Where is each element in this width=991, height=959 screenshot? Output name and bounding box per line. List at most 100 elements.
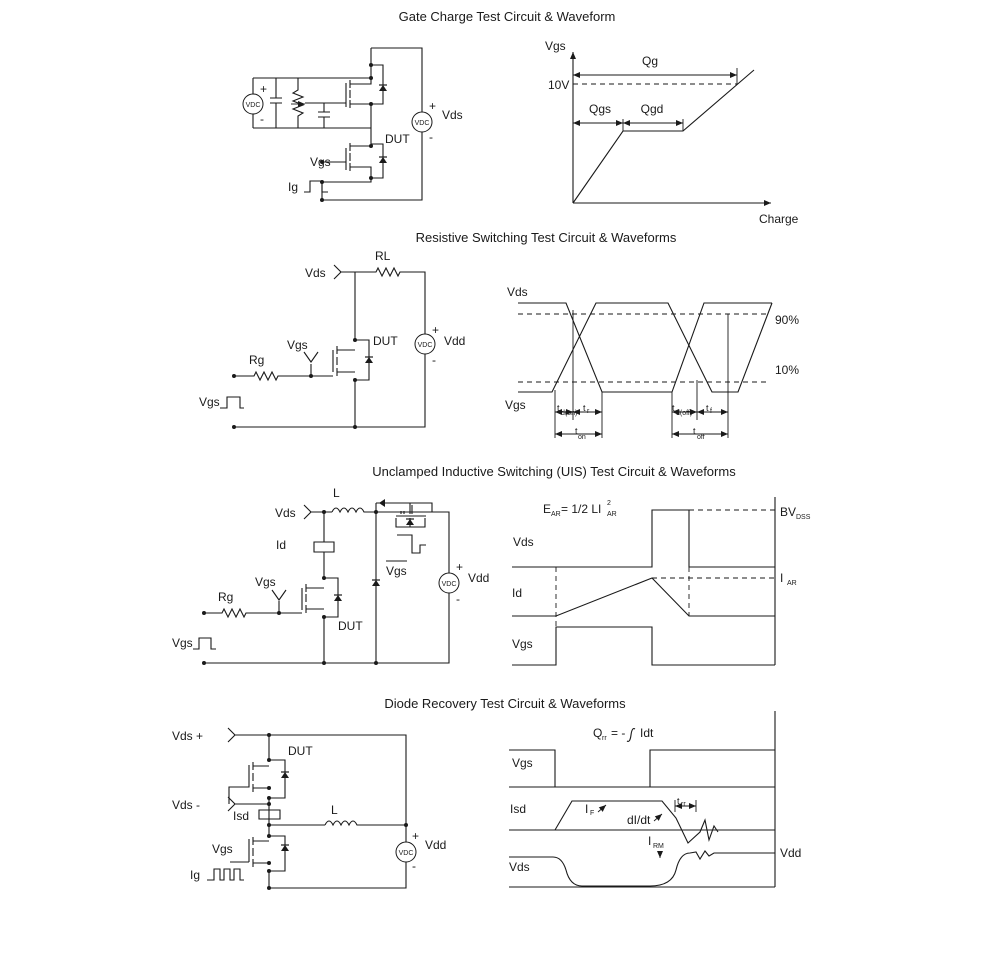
gate-charge-qgs-label: Qgs [589,102,611,116]
uis-wave-vgs: Vgs [512,637,533,651]
diode-wave-isd: Isd [510,802,526,816]
diode-if-i: I [585,802,588,816]
resistive-vgs-pulse-label: Vgs [199,395,220,409]
resistive-toff-sub: off [697,434,705,441]
uis-ear-isub: AR [607,511,617,518]
resistive-ton-t: t [575,426,578,436]
uis-title: Unclamped Inductive Switching (UIS) Test… [372,464,736,479]
uis-section: Unclamped Inductive Switching (UIS) Test… [172,464,811,666]
resistive-tdon-t: t [557,403,560,413]
resistive-10-label: 10% [775,363,799,377]
gate-charge-waveform: Vgs Charge 10V Qg Qgs Qgd [545,39,799,226]
diode-recovery-title: Diode Recovery Test Circuit & Waveforms [384,696,626,711]
resistive-switching-waveform: Vds Vgs 90% 10% t d(on) t r t on t d(off… [505,285,799,441]
uis-dut-label: DUT [338,619,363,633]
resistive-switching-section: Resistive Switching Test Circuit & Wavef… [199,230,799,441]
diode-qrr-idt: Idt [640,726,654,740]
uis-wave-id: Id [512,586,522,600]
diode-irm-sub: RM [653,843,664,850]
uis-ear-eq: = 1/2 LI [561,502,601,516]
uis-id-label: Id [276,538,286,552]
diode-wave-vds: Vds [509,860,530,874]
diode-qrr-eq: = - [611,726,625,740]
uis-ear-sup: 2 [607,500,611,507]
gate-charge-vgs-label: Vgs [310,155,331,169]
gate-charge-vdc-left: VDC [246,102,261,109]
resistive-vdc-label: VDC [418,342,433,349]
uis-bvdss-sub: DSS [796,514,811,521]
diode-recovery-circuit: Vds + Vds - DUT Isd L VDC + - Vdd [172,727,446,890]
resistive-tdoff-sub: d(off) [676,410,692,417]
diode-vds-plus-label: Vds + [172,729,203,743]
gate-charge-minus-right: - [429,130,433,144]
diode-recovery-waveform: Q rr = - Idt Vgs Isd Vds Vdd I F dI/dt t… [509,711,801,888]
uis-vgs-label: Vgs [255,575,276,589]
diode-vdd-label: Vdd [425,838,446,852]
diode-vdc-label: VDC [399,850,414,857]
diode-irm-i: I [648,834,651,848]
uis-wave-vds: Vds [513,535,534,549]
uis-iar-sub: AR [787,580,797,587]
gate-charge-qg-label: Qg [642,54,658,68]
resistive-toff-t: t [693,426,696,436]
gate-charge-plus-left: + [260,82,267,96]
uis-l-label: L [333,486,340,500]
gate-charge-section: Gate Charge Test Circuit & Waveform VDC … [242,9,799,226]
diode-wave-vdd: Vdd [780,846,801,860]
uis-vds-label: Vds [275,506,296,520]
resistive-tr-t: t [583,403,586,413]
diode-trr-t: t [677,796,680,806]
uis-circuit: Vds L VDC + - Vdd Vgs Id [172,486,489,665]
resistive-90-label: 90% [775,313,799,327]
diode-qrr-q: Q [593,726,602,740]
uis-bvdss-main: BV [780,505,796,519]
uis-vgs-pulse-label: Vgs [172,636,193,650]
gate-charge-10v-label: 10V [548,78,569,92]
diode-if-sub: F [590,810,594,817]
resistive-rg-label: Rg [249,353,264,367]
gate-charge-plus-right: + [429,99,436,113]
resistive-tr-sub: r [587,408,590,415]
resistive-vdd-label: Vdd [444,334,465,348]
diode-trr-sub: rr [681,801,686,808]
gate-charge-ig-label: Ig [288,180,298,194]
uis-waveform: E AR = 1/2 LI 2 AR Vds Id Vgs BV DSS I A… [512,497,811,666]
uis-plus: + [456,560,463,574]
diode-vgs-label: Vgs [212,842,233,856]
gate-charge-circuit: VDC + - VDC + - Vds DUT Vgs [242,47,463,202]
uis-minus: - [456,592,460,606]
resistive-tf-t: t [706,403,709,413]
gate-charge-qgd-label: Qgd [641,102,664,116]
diode-qrr-sub: rr [602,735,607,742]
uis-iar-main: I [780,571,783,585]
resistive-dut-label: DUT [373,334,398,348]
gate-charge-vds-label: Vds [442,108,463,122]
resistive-wave-vds: Vds [507,285,528,299]
resistive-vgs-label: Vgs [287,338,308,352]
resistive-tdon-sub: d(on) [561,410,577,417]
resistive-tf-sub: f [710,408,712,415]
resistive-wave-vgs: Vgs [505,398,526,412]
uis-vdd-label: Vdd [468,571,489,585]
diode-vds-minus-label: Vds - [172,798,200,812]
gate-charge-charge-axis: Charge [759,212,799,226]
diode-dut-label: DUT [288,744,313,758]
diode-minus: - [412,859,416,873]
uis-vdc-label: VDC [442,581,457,588]
diode-plus: + [412,829,419,843]
diode-ig-label: Ig [190,868,200,882]
gate-charge-dut-label: DUT [385,132,410,146]
resistive-vds-label: Vds [305,266,326,280]
diode-l-label: L [331,803,338,817]
resistive-switching-circuit: Vds RL VDC + - Vdd Vgs DUT Rg Vgs [199,249,465,429]
resistive-tdoff-t: t [672,403,675,413]
gate-charge-title: Gate Charge Test Circuit & Waveform [399,9,616,24]
gate-charge-minus-left: - [260,112,264,126]
resistive-plus: + [432,323,439,337]
resistive-rl-label: RL [375,249,391,263]
diode-didt: dI/dt [627,813,651,827]
resistive-switching-title: Resistive Switching Test Circuit & Wavef… [416,230,677,245]
uis-vgs-bar-label: Vgs [386,564,407,578]
uis-ear-sub: AR [551,511,561,518]
